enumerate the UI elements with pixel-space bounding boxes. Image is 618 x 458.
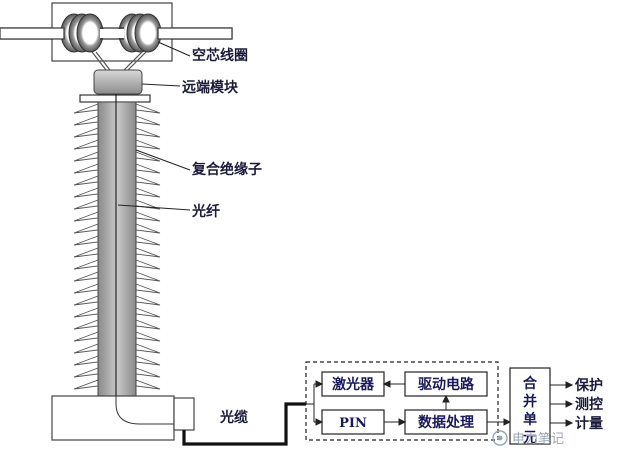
output-arrows [550,381,574,427]
shed-right [135,127,161,138]
pin-label: PIN [339,416,367,431]
data-processing-box [404,409,488,435]
callout-lines [117,41,191,211]
svg-text:电力笔记: 电力笔记 [512,431,564,447]
shed-right [135,211,161,222]
shed-left [73,307,99,318]
shed-left [73,367,99,378]
shed-left [73,283,99,294]
shed-right [135,175,161,186]
output-metering: 计量 [575,415,603,432]
data-processing-label: 数据处理 [418,414,474,431]
shed-left [73,379,99,390]
shed-left [73,223,99,234]
merging-unit-char-4: 元 [523,430,537,446]
label-air-core-coil: 空芯线圈 [192,47,248,64]
shed-left [73,343,99,354]
shed-left [73,331,99,342]
internal-arrows [306,380,512,426]
watermark: 电力笔记 [492,430,564,447]
shed-right [135,331,161,342]
shed-left [73,319,99,330]
label-remote-module: 远端模块 [182,79,239,96]
shed-right [135,307,161,318]
drive-circuit-box [404,371,488,397]
label-optical-fiber: 光纤 [191,203,220,220]
shed-right [135,271,161,282]
shed-left [73,127,99,138]
shed-right [135,319,161,330]
shed-left [73,271,99,282]
shed-left [73,175,99,186]
shed-left [73,103,99,114]
label-composite-insulator: 复合绝缘子 [191,161,262,178]
shed-right [135,379,161,390]
merging-unit-char-1: 合 [523,375,538,392]
shed-left [73,295,99,306]
processing-unit-enclosure [305,361,499,441]
label-optical-cable: 光缆 [219,409,248,426]
remote-module [93,69,143,95]
shed-right [135,355,161,366]
shed-right [135,259,161,270]
air-core-coil-left [60,13,104,53]
shed-left [73,355,99,366]
shed-left [73,235,99,246]
output-measurement-control: 测控 [575,396,603,413]
drive-circuit-label: 驱动电路 [418,376,475,393]
shed-left [73,259,99,270]
shed-left [73,187,99,198]
shed-left [73,247,99,258]
base-box [51,395,175,441]
shed-right [135,151,161,162]
merging-unit-char-2: 并 [523,393,537,410]
shed-right [135,187,161,198]
shed-right [135,343,161,354]
laser-label: 激光器 [332,376,375,393]
shed-right [135,115,161,126]
top-flange [79,94,151,103]
shed-right [135,283,161,294]
shed-right [135,139,161,150]
shed-left [73,211,99,222]
insulator-core [97,101,137,397]
shed-right [135,367,161,378]
air-core-coil-right [118,13,162,53]
shed-left [73,115,99,126]
shed-right [135,235,161,246]
shed-right [135,247,161,258]
shed-right [135,163,161,174]
shed-left [73,139,99,150]
shed-right [135,295,161,306]
shed-left [73,199,99,210]
output-protection: 保护 [574,377,603,394]
merging-unit-char-3: 单 [523,411,537,428]
optical-cable-line [182,402,306,446]
merging-unit-box [509,367,551,445]
shed-right [135,103,161,114]
shed-left [73,163,99,174]
coil-leads [91,51,147,71]
connector-box [173,397,195,431]
shed-left [73,151,99,162]
shed-right [135,223,161,234]
